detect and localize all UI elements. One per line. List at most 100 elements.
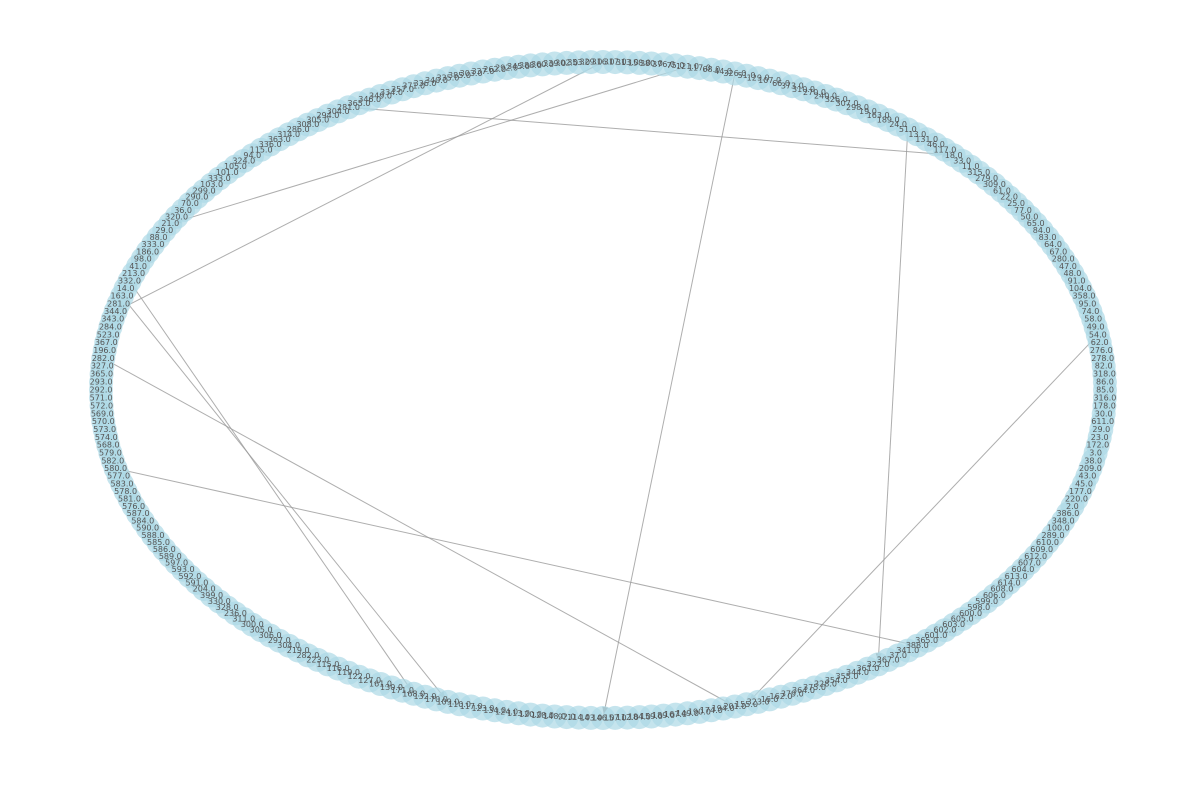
node-label: 305.0 xyxy=(306,116,329,125)
node-label: 209.0 xyxy=(1079,464,1102,473)
node-label: 112.0 xyxy=(616,713,639,722)
node-label: 29.0 xyxy=(1092,425,1110,434)
graph-node xyxy=(578,50,603,75)
graph-edge xyxy=(877,129,909,665)
node-label: 19.0 xyxy=(859,107,877,116)
node-label: 86.0 xyxy=(1096,378,1114,387)
node-label: 281.0 xyxy=(107,299,130,308)
node-label: 298.0 xyxy=(846,103,869,112)
node-label: 360.0 xyxy=(531,60,554,69)
node-label: 21.0 xyxy=(161,219,179,228)
node-label: 61.0 xyxy=(993,186,1011,195)
node-label: 580.0 xyxy=(104,464,127,473)
node-label: 92.0 xyxy=(558,713,576,722)
node-label: 14.0 xyxy=(117,284,135,293)
node-label: 189.0 xyxy=(652,711,675,720)
node-label: 589.0 xyxy=(159,552,182,561)
node-label: 388.0 xyxy=(906,641,929,650)
node-label: 614.0 xyxy=(998,578,1021,587)
node-label: 582.0 xyxy=(101,456,124,465)
node-label: 159.0 xyxy=(640,712,663,721)
node-label: 365.0 xyxy=(90,370,113,379)
node-label: 278.0 xyxy=(1091,354,1114,363)
node-label: 51.0 xyxy=(899,125,917,134)
node-label: 357.0 xyxy=(391,85,414,94)
node-label: 143.0 xyxy=(579,713,602,722)
node-label: 587.0 xyxy=(127,509,150,518)
node-label: 163.0 xyxy=(111,292,134,301)
node-label: 573.0 xyxy=(93,425,116,434)
node-label: 129.0 xyxy=(747,74,770,83)
node-label: 326.0 xyxy=(723,69,746,78)
node-label: 585.0 xyxy=(147,538,170,547)
node-label: 523.0 xyxy=(97,330,120,339)
node-label: 282.0 xyxy=(92,354,115,363)
graph-edge xyxy=(129,280,415,695)
node-label: 367.0 xyxy=(95,338,118,347)
node-label: 323.0 xyxy=(747,697,770,706)
node-label: 163.0 xyxy=(867,111,890,120)
node-label: 51.0 xyxy=(738,71,756,80)
node-label: 18.0 xyxy=(945,151,963,160)
node-label: 300.0 xyxy=(241,620,264,629)
node-label: 29.0 xyxy=(155,226,173,235)
node-label: 167.0 xyxy=(664,710,687,719)
node-label: 123.0 xyxy=(471,704,494,713)
node-label: 284.0 xyxy=(99,323,122,332)
node-label: 600.0 xyxy=(959,609,982,618)
node-label: 330.0 xyxy=(208,597,231,606)
node-label: 162.0 xyxy=(770,692,793,701)
node-label: 286.0 xyxy=(287,125,310,134)
node-label: 361.0 xyxy=(856,664,879,673)
node-label: 65.0 xyxy=(1027,219,1045,228)
graph-edge xyxy=(602,73,736,719)
node-label: 74.0 xyxy=(1081,307,1099,316)
node-label: 345.0 xyxy=(507,62,530,71)
node-label: 576.0 xyxy=(122,502,145,511)
node-label: 385.0 xyxy=(448,71,471,80)
node-label: 117.0 xyxy=(688,64,711,73)
node-label: 70.0 xyxy=(181,199,199,208)
graph-edge xyxy=(103,357,736,707)
node-label: 11.0 xyxy=(962,162,980,171)
node-label: 367.0 xyxy=(877,655,900,664)
node-label: 24.0 xyxy=(889,120,907,129)
node-label: 602.0 xyxy=(933,626,956,635)
node-label: 293.0 xyxy=(90,378,113,387)
node-label: 332.0 xyxy=(118,277,141,286)
node-label: 304.0 xyxy=(277,641,300,650)
node-label: 569.0 xyxy=(91,409,114,418)
node-label: 219.0 xyxy=(287,646,310,655)
node-label: 337.0 xyxy=(471,67,494,76)
node-label: 177.0 xyxy=(1069,487,1092,496)
node-label: 317.0 xyxy=(604,58,627,67)
node-label: 340.0 xyxy=(425,76,448,85)
node-label: 339.0 xyxy=(543,59,566,68)
node-label: 262.0 xyxy=(483,65,506,74)
node-label: 303.0 xyxy=(460,69,483,78)
node-label: 148.0 xyxy=(543,712,566,721)
node-label: 122.0 xyxy=(348,672,371,681)
node-label: 3.0 xyxy=(1089,449,1102,458)
node-label: 609.0 xyxy=(1030,545,1053,554)
node-label: 313.0 xyxy=(616,58,639,67)
node-label: 353.0 xyxy=(567,58,590,67)
edges-layer xyxy=(103,61,1099,719)
node-label: 94.0 xyxy=(243,151,261,160)
node-label: 95.0 xyxy=(1078,299,1096,308)
node-label: 334.0 xyxy=(380,88,403,97)
node-label: 16.0 xyxy=(761,695,779,704)
node-label: 333.0 xyxy=(142,240,165,249)
node-label: 305.0 xyxy=(250,626,273,635)
node-label: 77.0 xyxy=(1014,206,1032,215)
node-label: 399.0 xyxy=(200,591,223,600)
node-label: 386.0 xyxy=(1056,509,1079,518)
node-label: 380.0 xyxy=(640,59,663,68)
node-label: 46.0 xyxy=(927,140,945,149)
node-label: 103.0 xyxy=(200,180,223,189)
node-label: 104.0 xyxy=(1069,284,1092,293)
node-label: 574.0 xyxy=(95,433,118,442)
node-label: 314.0 xyxy=(277,130,300,139)
node-label: 158.0 xyxy=(628,58,651,67)
graph-edge xyxy=(115,61,604,312)
